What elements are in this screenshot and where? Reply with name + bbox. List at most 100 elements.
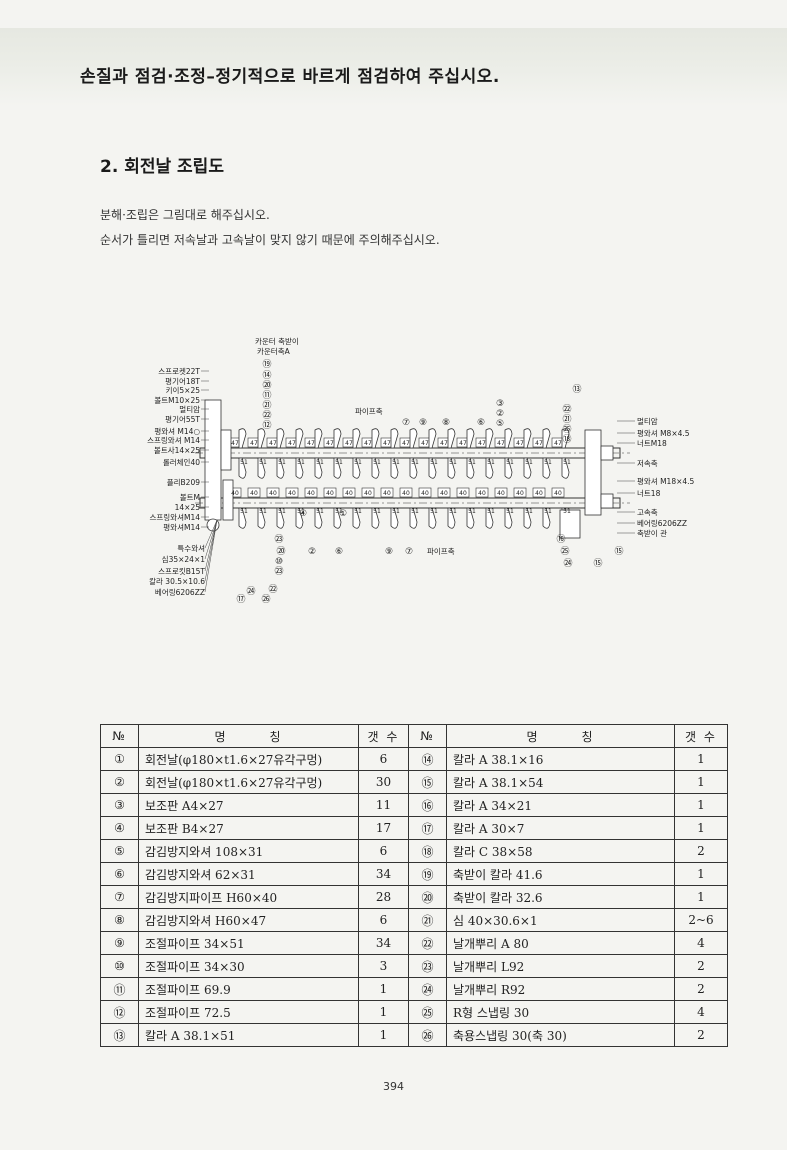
part-number: ⑪ — [100, 977, 139, 1001]
lower-spacer — [361, 487, 375, 498]
leader-line — [204, 519, 218, 572]
part-number: ㉒ — [408, 931, 447, 955]
pipe-code-label: 51 — [563, 459, 571, 466]
header-name: 명 칭 — [446, 724, 675, 748]
lower-blade — [371, 507, 380, 529]
label-pipe-shaft: 파이프축 — [355, 406, 383, 416]
callout-number: ㉖ — [261, 594, 270, 605]
lower-blade — [523, 507, 532, 529]
part-number: ⑬ — [100, 1023, 139, 1047]
upper-blade — [238, 457, 247, 479]
left-part-label: 볼트M — [180, 493, 200, 502]
left-part-label: 스프링와셔 M14 — [147, 435, 200, 445]
part-number: ⑰ — [408, 816, 447, 840]
part-name: 감김방지와셔 62×31 — [138, 862, 359, 886]
spacer-label: 40 — [269, 490, 277, 497]
spacer-label: 40 — [231, 490, 239, 497]
spacer-label: 47 — [478, 440, 486, 447]
part-number: ⑥ — [100, 862, 139, 886]
part-count: 17 — [358, 816, 409, 840]
left-part-label: 평기어18T — [165, 376, 200, 386]
bottom-left-part-label: 심35×24×1 — [162, 554, 206, 564]
lower-blade — [428, 507, 437, 529]
upper-blade — [523, 457, 532, 479]
label-counter-shaft: 카운터축A — [257, 347, 291, 356]
part-name: 회전날(φ180×t1.6×27유각구멍) — [138, 747, 359, 771]
part-name: 날개뿌리 R92 — [446, 977, 675, 1001]
part-number: ⑯ — [408, 793, 447, 817]
pipe-code-label: 51 — [335, 508, 343, 515]
part-name: 칼라 A 34×21 — [446, 793, 675, 817]
pipe-code-label: 51 — [563, 508, 571, 515]
lower-blade — [238, 507, 247, 529]
pipe-code-label: 51 — [297, 459, 305, 466]
spacer-blocks — [228, 437, 565, 498]
part-count: 34 — [358, 862, 409, 886]
callout-number: ㉕ — [560, 546, 569, 557]
callout-number: ㉒ — [268, 584, 277, 595]
upper-blade — [352, 457, 361, 479]
spacer-label: 47 — [364, 440, 372, 447]
part-name: 감김방지와셔 108×31 — [138, 839, 359, 863]
pipe-code-label: 51 — [411, 459, 419, 466]
left-part-label: 평기어55T — [165, 414, 200, 424]
pipe-code-label: 51 — [278, 459, 286, 466]
left-pulley — [222, 479, 234, 521]
part-name: 보조판 B4×27 — [138, 816, 359, 840]
pipe-code-label: 51 — [525, 459, 533, 466]
part-count: 1 — [358, 977, 409, 1001]
spacer-label: 40 — [326, 490, 334, 497]
part-count: 4 — [674, 1000, 728, 1024]
callout-number: ㉑ — [562, 414, 571, 425]
part-number: ⑲ — [408, 862, 447, 886]
part-count: 2 — [674, 1023, 728, 1047]
part-number: ㉖ — [408, 1023, 447, 1047]
spacer-label: 47 — [421, 440, 429, 447]
callout-number: ⑦ — [402, 418, 410, 428]
pipe-code-label: 51 — [373, 459, 381, 466]
spacer-label: 47 — [326, 440, 334, 447]
part-name: 조절파이프 69.9 — [138, 977, 359, 1001]
part-name: 감김방지파이프 H60×40 — [138, 885, 359, 909]
part-count: 1 — [358, 1023, 409, 1047]
instruction-line: 순서가 틀리면 저속날과 고속날이 맞지 않기 때문에 주의해주십시오. — [100, 233, 440, 247]
spacer-label: 47 — [383, 440, 391, 447]
pipe-code-label: 51 — [354, 459, 362, 466]
spacer-label: 40 — [516, 490, 524, 497]
upper-blade — [485, 457, 494, 479]
callout-number: ⑰ — [236, 594, 245, 605]
callout-number: ㉓ — [274, 534, 283, 545]
part-count: 11 — [358, 793, 409, 817]
rotor-assembly-diagram: 47 51 40 51 47 51 40 51 47 51 40 51 47 51 40 51 47 51 40 51… — [147, 336, 694, 605]
pipe-code-label: 51 — [259, 508, 267, 515]
left-part-label: 키이5×25 — [166, 385, 201, 395]
pipe-code-label: 51 — [392, 459, 400, 466]
bottom-left-part-label: 칼라 30.5×10.6 — [149, 577, 205, 586]
upper-blade — [314, 457, 323, 479]
right-part-label: 저속축 — [637, 459, 658, 468]
upper-blade — [390, 457, 399, 479]
pipe-code-label: 51 — [468, 459, 476, 466]
callout-number: ⑯ — [556, 534, 565, 545]
spacer-label: 40 — [478, 490, 486, 497]
header-name: 명 칭 — [138, 724, 359, 748]
upper-blade — [466, 428, 475, 449]
upper-blade — [390, 428, 399, 449]
part-name: R형 스냅링 30 — [446, 1000, 675, 1024]
spacer-label: 47 — [440, 440, 448, 447]
upper-blade — [561, 428, 570, 449]
spacer-label: 47 — [535, 440, 543, 447]
spacer-label: 47 — [459, 440, 467, 447]
part-number: ② — [100, 770, 139, 794]
pipe-code-label: 51 — [411, 508, 419, 515]
header-count: 갯 수 — [358, 724, 409, 748]
spacer-label: 47 — [250, 440, 258, 447]
leader-lines — [201, 370, 635, 593]
part-count: 6 — [358, 908, 409, 932]
lower-blade — [485, 507, 494, 529]
lower-spacer — [342, 487, 356, 498]
